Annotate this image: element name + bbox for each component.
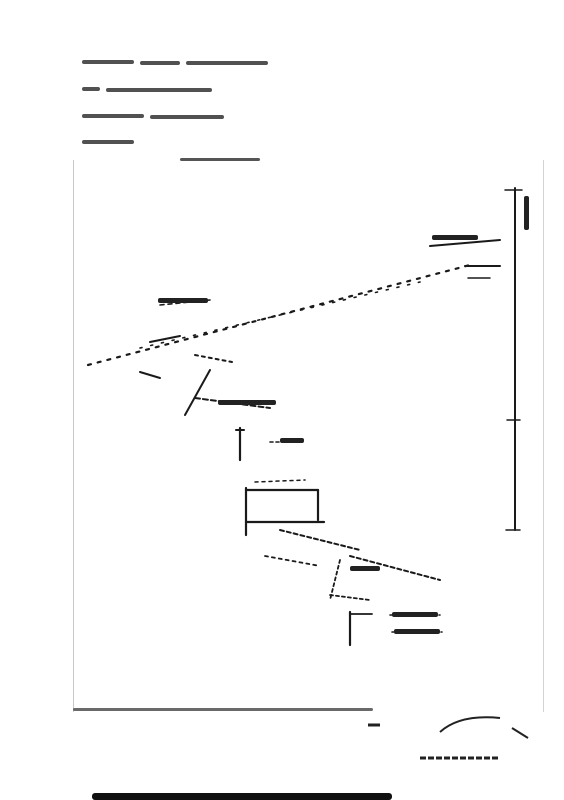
lower-branch-3 bbox=[264, 555, 321, 567]
upper-right-segment bbox=[429, 239, 501, 247]
label-blob-upper-left bbox=[158, 298, 208, 303]
left-branch-3 bbox=[194, 354, 233, 363]
illegible-labels bbox=[158, 196, 529, 634]
label-blob-mid bbox=[218, 400, 276, 405]
left-branch-1 bbox=[149, 335, 181, 343]
lower-branch-4 bbox=[329, 559, 341, 601]
label-blob-right-vertical bbox=[524, 196, 529, 230]
figure-frame bbox=[73, 160, 544, 712]
label-blob-bottom-1 bbox=[392, 612, 438, 617]
descending-connector-1 bbox=[184, 369, 211, 416]
bottom-scan-edge bbox=[92, 793, 392, 800]
lower-branch-1 bbox=[279, 529, 361, 551]
label-blob-top-right bbox=[432, 235, 478, 240]
box-top-dash bbox=[254, 479, 306, 483]
label-blob-bracket bbox=[280, 438, 304, 443]
lower-branch-5 bbox=[329, 594, 371, 601]
dotted-diagonal-secondary bbox=[139, 281, 421, 349]
frame-top-rule bbox=[180, 158, 260, 161]
left-branch-2 bbox=[139, 371, 161, 379]
label-blob-bottom-2 bbox=[394, 629, 440, 634]
footer-marks bbox=[368, 716, 529, 760]
dotted-diagonal-trunk bbox=[86, 263, 472, 367]
frame-bottom-rule bbox=[73, 708, 373, 711]
label-blob-lower bbox=[350, 566, 380, 571]
lower-branch-2 bbox=[349, 555, 441, 581]
